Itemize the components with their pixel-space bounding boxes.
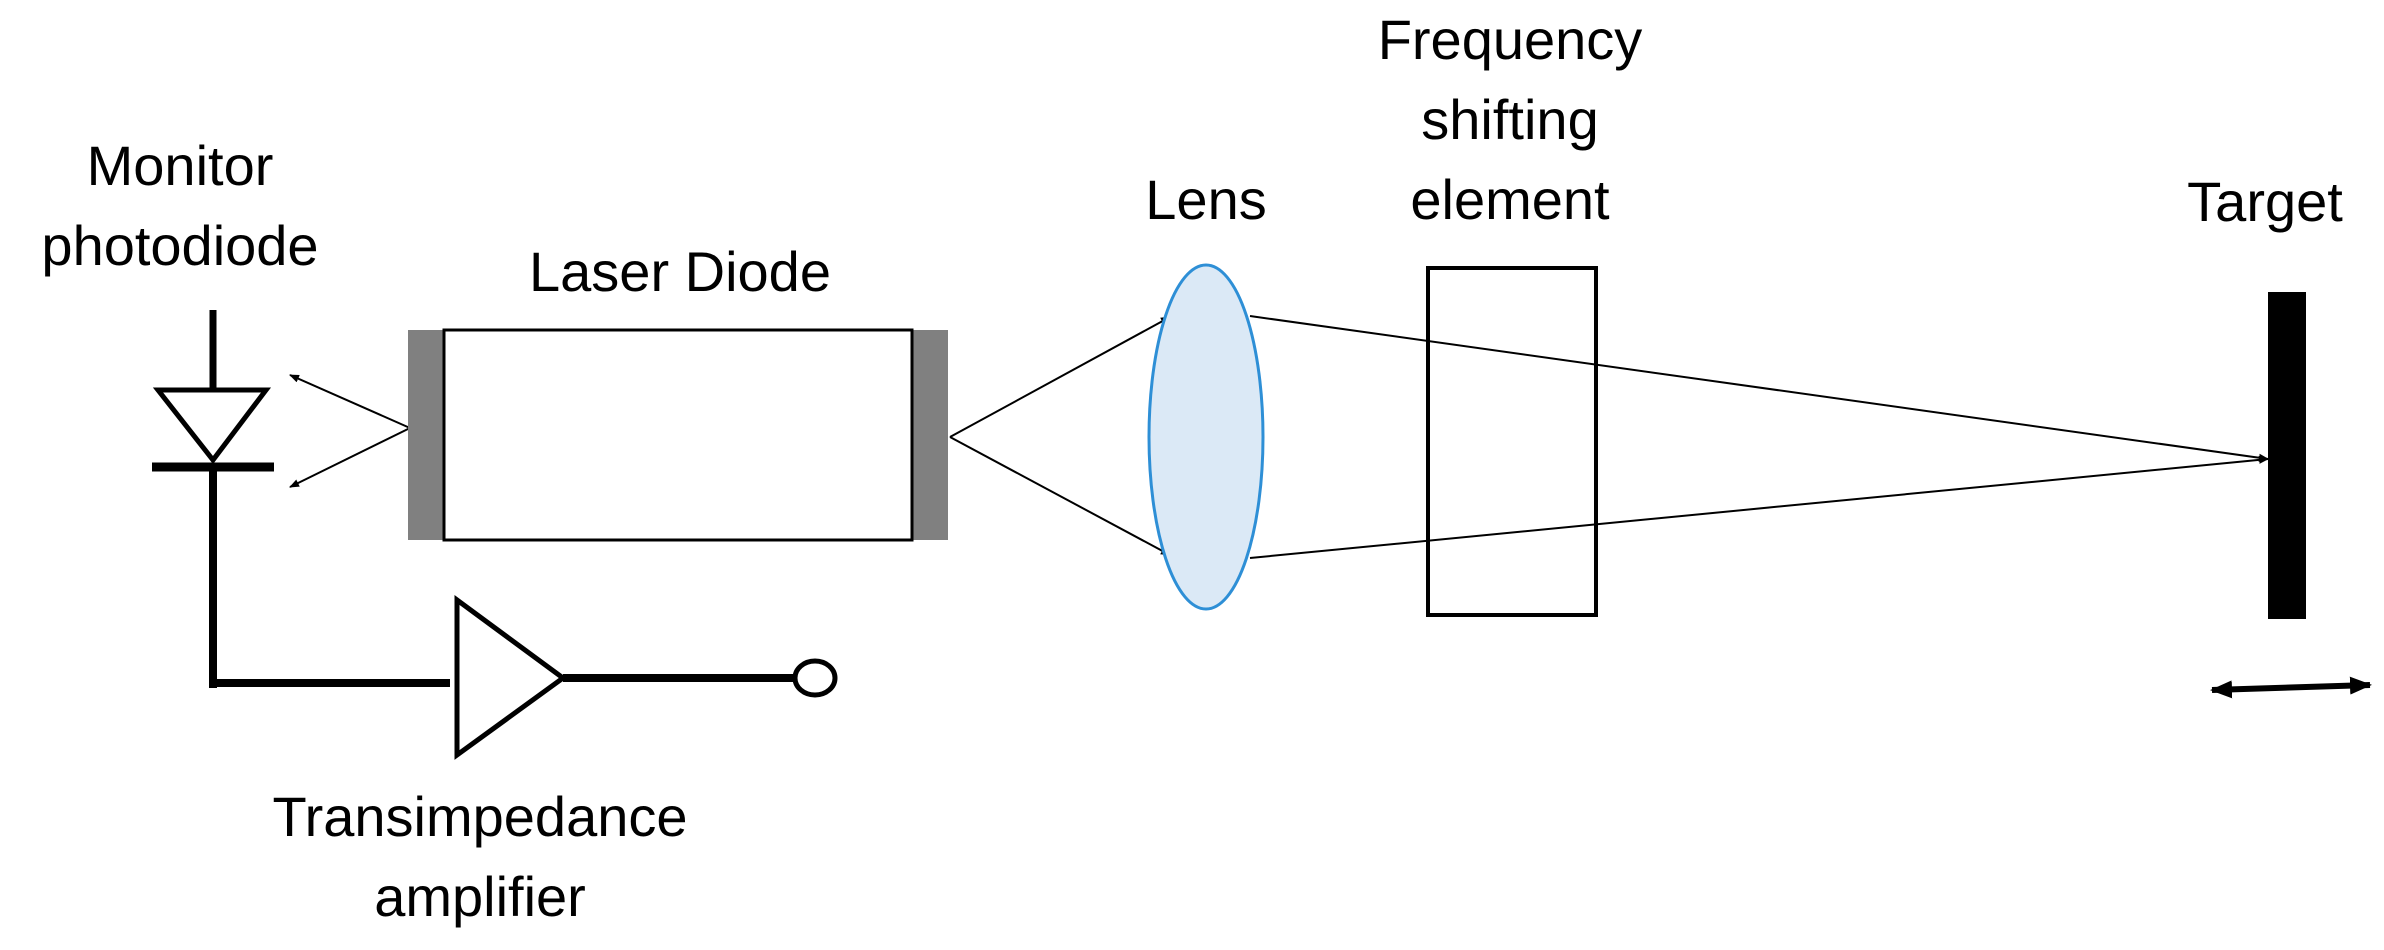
- lens-label: Lens: [1145, 168, 1267, 231]
- beam-lens-to-target: [1249, 315, 2269, 559]
- target-label: Target: [2187, 170, 2343, 233]
- rear-emission-arrows: [289, 374, 411, 488]
- frequency-shifting-label-line2: shifting: [1421, 88, 1599, 151]
- transimpedance-amplifier: [454, 595, 838, 760]
- lens: [1147, 263, 1265, 611]
- output-terminal: [792, 658, 838, 698]
- transimpedance-amplifier-label: Transimpedance amplifier: [230, 777, 730, 937]
- frequency-shifting-label-line3: element: [1410, 168, 1610, 231]
- laser-diode-label: Laser Diode: [529, 240, 831, 303]
- frequency-shifting-element: [1426, 266, 1598, 617]
- monitor-photodiode-label-line1: Monitor: [86, 134, 274, 197]
- frequency-shifting-label-line1: Frequency: [1377, 8, 1643, 71]
- target: [2268, 292, 2306, 619]
- transimpedance-label-line2: amplifier: [374, 865, 586, 928]
- beam-laser-to-lens: [949, 316, 1171, 556]
- laser-diode: [408, 328, 948, 542]
- laser-diode-body: [442, 328, 914, 542]
- laser-front-facet: [912, 330, 948, 540]
- monitor-photodiode-label-line2: photodiode: [41, 214, 319, 277]
- laser-rear-facet: [408, 330, 444, 540]
- monitor-photodiode-label: Monitor photodiode: [10, 126, 350, 286]
- frequency-shifting-element-label: Frequency shifting element: [1310, 0, 1710, 240]
- monitor-photodiode: [152, 310, 450, 688]
- transimpedance-label-line1: Transimpedance: [272, 785, 688, 848]
- target-motion-arrow: [2210, 676, 2372, 699]
